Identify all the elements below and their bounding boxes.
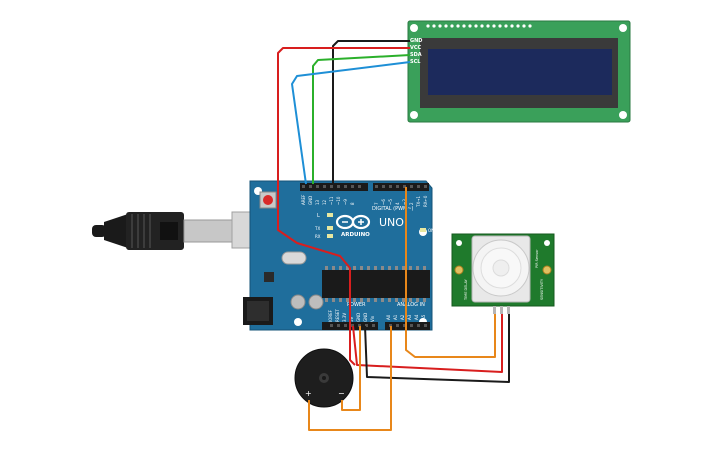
pin-label: 5V — [349, 316, 354, 322]
lcd-pin-label: SDA — [410, 52, 422, 58]
lcd-header-dots — [426, 24, 532, 28]
buzzer-plus-label: + — [305, 389, 312, 398]
wire-buzzer-plus — [308, 326, 392, 431]
wire-lcd-gnd — [332, 40, 410, 184]
pin-label: A3 — [407, 314, 412, 320]
led-tx-label: TX — [314, 226, 320, 231]
pir-mid-label: PIR Sensor — [535, 249, 539, 268]
capacitor — [308, 294, 324, 310]
lcd-mount-hole — [619, 111, 627, 119]
pin-label: ~9 — [343, 199, 348, 205]
arduino-board: AREF GND 13 12 ~11 ~10 ~9 8 7 ~6 ~5 4 ~3… — [243, 180, 434, 331]
led-rx-label: RX — [315, 234, 321, 239]
pin-label: A5 — [421, 314, 426, 320]
power-label: POWER — [347, 302, 366, 308]
atmega-chip — [322, 270, 430, 298]
pin-label: RESET — [335, 309, 340, 322]
lcd-mount-hole — [410, 111, 418, 119]
header-top-right — [373, 183, 429, 191]
lcd-module: GND VCC SDA SCL — [407, 20, 631, 123]
digital-label: DIGITAL (PWM~) — [372, 206, 414, 212]
pin-label: 13 — [315, 199, 320, 205]
pin-label: ~3 — [402, 199, 407, 205]
led-tx — [327, 226, 333, 230]
led-on-label: ON — [428, 228, 434, 233]
pir-mount-hole — [544, 240, 550, 246]
pin-label: GND — [308, 196, 313, 205]
pin-label: A0 — [386, 314, 391, 320]
pin-label: 8 — [350, 202, 355, 205]
brand-text: ARDUINO — [341, 232, 370, 238]
arduino-logo — [335, 214, 371, 230]
lcd-pin-label: SCL — [410, 59, 421, 65]
buzzer-minus-label: − — [338, 389, 345, 398]
crystal-oscillator — [281, 251, 307, 265]
wire-pir-vcc — [352, 314, 503, 373]
buzzer: + − — [294, 348, 354, 408]
pin-label: 4 — [395, 202, 400, 205]
wire-pir-gnd — [364, 314, 510, 383]
time-delay-pot[interactable] — [454, 265, 464, 275]
pin-label: RX←0 — [423, 195, 428, 207]
wire-pir-out — [405, 187, 496, 358]
pin-label: A4 — [414, 314, 419, 320]
pin-label: 3.3V — [342, 313, 347, 322]
pin-label: 7 — [374, 202, 379, 205]
pin-label: ~5 — [388, 199, 393, 205]
usb-cable — [92, 211, 277, 250]
led-rx — [327, 234, 333, 238]
header-analog — [385, 322, 430, 330]
reset-button-cap[interactable] — [263, 195, 273, 205]
analog-label: ANALOG IN — [397, 302, 425, 308]
pin-label: ~11 — [329, 196, 334, 205]
pir-sensor: TIME DELAY SENSITIVITY PIR Sensor — [451, 233, 555, 314]
pin-label: ~10 — [336, 196, 341, 205]
lcd-pin-label: GND — [410, 38, 422, 44]
lcd-pin-label: VCC — [410, 45, 422, 51]
pir-left-label: TIME DELAY — [464, 278, 468, 301]
wire-lcd-sda — [312, 54, 411, 184]
model-text: UNO — [379, 216, 404, 229]
top-pin-labels: AREF GND 13 12 ~11 ~10 ~9 8 7 ~6 ~5 4 ~3… — [301, 194, 428, 208]
lcd-mount-hole — [410, 24, 418, 32]
pin-label: A1 — [393, 314, 398, 320]
led-l — [327, 213, 333, 217]
pin-label: IOREF — [328, 309, 333, 322]
pin-label: 2 — [409, 202, 414, 205]
pin-label: TX→1 — [416, 195, 421, 208]
led-l-label: L — [317, 213, 320, 219]
pin-label: ~6 — [381, 199, 386, 205]
pin-label: GND — [356, 313, 361, 322]
pin-label: AREF — [301, 194, 306, 205]
capacitor — [290, 294, 306, 310]
bottom-pin-labels: IOREF RESET 3.3V 5V GND GND Vin A0 A1 A2… — [328, 309, 426, 322]
led-on — [420, 228, 426, 232]
header-top-left — [300, 183, 368, 191]
pir-mount-hole — [456, 240, 462, 246]
voltage-regulator — [264, 272, 274, 282]
pin-label: 12 — [322, 199, 327, 205]
wire-buzzer-minus — [341, 326, 361, 411]
pin-label: Vin — [370, 315, 375, 322]
pin-label: A2 — [400, 314, 405, 320]
pir-right-label: SENSITIVITY — [540, 278, 544, 300]
board-mount-hole — [294, 318, 302, 326]
sensitivity-pot[interactable] — [542, 265, 552, 275]
lcd-screen — [428, 49, 612, 95]
pin-label: GND — [363, 313, 368, 322]
wire-lcd-vcc — [277, 47, 410, 366]
lcd-mount-hole — [619, 24, 627, 32]
wire-lcd-scl — [291, 61, 411, 185]
